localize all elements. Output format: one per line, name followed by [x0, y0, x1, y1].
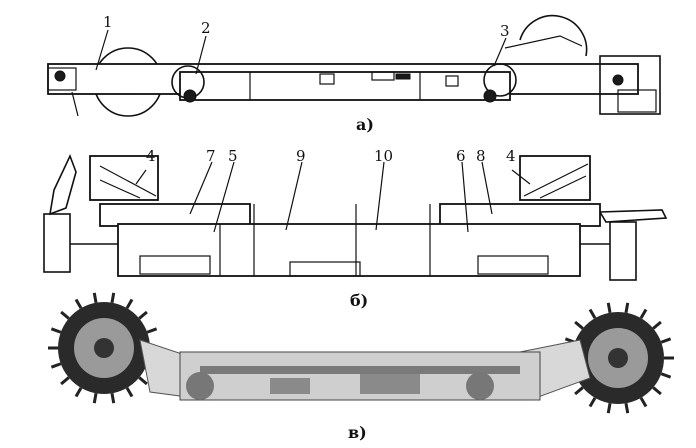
- left-drum-center: [94, 338, 114, 358]
- callout-7: 7: [206, 147, 216, 165]
- drum-pick: [660, 337, 672, 344]
- leader-line-10: [375, 161, 385, 231]
- left-coupler: [54, 70, 66, 82]
- drum-pick: [60, 376, 70, 386]
- leader-line-6: [461, 161, 469, 233]
- right-arm-gear: [483, 63, 517, 97]
- left-ranging-arm: [99, 203, 251, 227]
- drum-pick: [50, 327, 62, 334]
- left-drum-picks: [48, 292, 160, 404]
- drum-pick: [110, 292, 116, 303]
- valve-handle: [395, 73, 411, 80]
- right-support: [609, 221, 637, 281]
- body-rail: [200, 366, 520, 374]
- view-b-plan: 4 7 5 9 10 6 8 4 б): [43, 147, 668, 310]
- drum-pick: [574, 320, 584, 330]
- drum-pick: [652, 386, 662, 396]
- drum-pick: [574, 386, 584, 396]
- right-ranging-arm: [439, 203, 601, 227]
- drum-pick: [624, 403, 630, 414]
- callout-3: 3: [500, 22, 510, 40]
- callout-10: 10: [374, 147, 393, 165]
- leader-line-5: [213, 161, 235, 233]
- drum-hatch: [523, 163, 589, 197]
- right-skid: [617, 89, 657, 113]
- drum-pick: [624, 302, 630, 313]
- drum-pick: [606, 302, 612, 313]
- right-drum-block: [519, 155, 591, 201]
- left-gearbox: [139, 255, 211, 275]
- control-box: [445, 75, 459, 87]
- leader-line-1: [95, 29, 109, 71]
- left-lever: [71, 91, 79, 117]
- leader-line-3: [493, 37, 507, 67]
- callout-1: 1: [103, 13, 113, 31]
- drum-pick: [125, 387, 134, 398]
- drum-pick: [92, 292, 98, 303]
- drum-pick: [74, 387, 83, 398]
- right-drum-center: [608, 348, 628, 368]
- callout-2: 2: [201, 19, 211, 37]
- callout-4-right: 4: [506, 147, 516, 165]
- drum-pick: [146, 327, 158, 334]
- leader-line-4b: [511, 169, 531, 185]
- callout-6: 6: [456, 147, 466, 165]
- caption-c: в): [348, 423, 367, 442]
- central-body: [117, 223, 581, 277]
- right-coupler: [612, 74, 624, 86]
- leader-line-9: [285, 161, 303, 231]
- body-panel: [360, 374, 420, 394]
- left-drum-block: [89, 155, 159, 201]
- leader-line-8: [481, 161, 493, 215]
- drum-pick: [60, 310, 70, 320]
- drum-pick: [92, 393, 98, 404]
- drum-pick: [639, 308, 648, 319]
- drum-pick: [588, 308, 597, 319]
- right-end-plate: [598, 209, 668, 223]
- right-haulage-sprocket: [483, 89, 497, 103]
- caption-a: а): [356, 115, 374, 134]
- leader-line-4a: [135, 169, 147, 185]
- control-box: [319, 73, 335, 85]
- drum-hatch: [539, 175, 587, 199]
- drum-pick: [110, 393, 116, 404]
- left-gear-photo: [186, 372, 214, 400]
- drum-hatch: [99, 179, 141, 199]
- drum-pick: [125, 298, 134, 309]
- callout-9: 9: [296, 147, 306, 165]
- right-gear-photo: [466, 372, 494, 400]
- control-box: [371, 71, 395, 81]
- right-drum-guard: [504, 35, 583, 49]
- left-end-box: [47, 67, 77, 91]
- leader-line-7: [189, 161, 213, 215]
- view-c-photo: в): [48, 292, 674, 442]
- callout-4-left: 4: [146, 147, 156, 165]
- left-support: [43, 213, 71, 273]
- left-haulage-sprocket: [183, 89, 197, 103]
- central-frame: [179, 71, 511, 101]
- caption-b: б): [350, 291, 368, 310]
- left-end-plate: [48, 153, 77, 216]
- view-a-side-elevation: 1 2 3 а): [47, 13, 661, 134]
- body-panel: [270, 378, 310, 394]
- haulage-recess: [289, 261, 361, 277]
- right-drum-arc: [519, 14, 588, 57]
- drum-pick: [660, 372, 672, 379]
- drum-pick: [138, 376, 148, 386]
- right-end-box: [599, 55, 661, 115]
- callout-8: 8: [476, 147, 486, 165]
- right-gearbox: [477, 255, 549, 275]
- drum-pick: [74, 298, 83, 309]
- drum-pick: [138, 310, 148, 320]
- callout-5: 5: [228, 147, 238, 165]
- leader-line-2: [195, 35, 207, 75]
- drum-pick: [606, 403, 612, 414]
- drum-pick: [639, 397, 648, 408]
- drum-pick: [652, 320, 662, 330]
- drum-hatch: [99, 165, 157, 197]
- drum-pick: [588, 397, 597, 408]
- drum-pick: [50, 362, 62, 369]
